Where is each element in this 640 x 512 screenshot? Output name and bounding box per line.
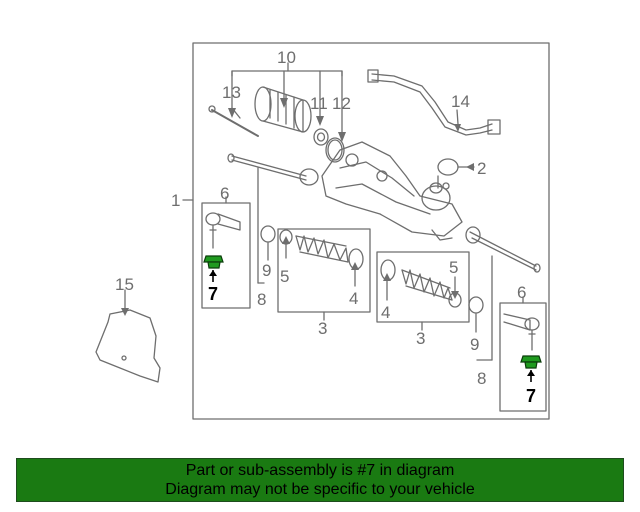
nut-left-highlight (203, 255, 224, 282)
banner-line-2: Diagram may not be specific to your vehi… (165, 481, 475, 498)
info-banner: Part or sub-assembly is #7 in diagram Di… (16, 458, 624, 502)
jam-nut-left (260, 225, 276, 243)
label-10: 10 (277, 48, 296, 67)
label-5-right: 5 (449, 258, 458, 277)
bearing (313, 128, 329, 146)
label-1: 1 (171, 191, 180, 210)
heat-shield (95, 309, 161, 383)
label-4-left: 4 (349, 289, 358, 308)
rack-housing (321, 141, 463, 241)
label-8-right: 8 (477, 369, 486, 388)
tie-rod-end-left (205, 212, 241, 249)
seal-ring (325, 137, 345, 163)
label-11: 11 (310, 94, 328, 113)
tie-rod-end-right (503, 313, 540, 351)
label-7-left: 7 (208, 284, 218, 304)
label-5-left: 5 (280, 267, 289, 286)
label-4-right: 4 (381, 303, 390, 322)
label-2: 2 (477, 159, 486, 178)
label-13: 13 (222, 83, 241, 102)
insulator (437, 158, 459, 176)
label-14: 14 (451, 92, 470, 111)
label-6-right: 6 (517, 283, 526, 302)
boot-left (295, 235, 349, 263)
label-6-left: 6 (220, 184, 229, 203)
label-8-left: 8 (257, 290, 266, 309)
label-3-left: 3 (318, 319, 327, 338)
label-9-left: 9 (262, 261, 271, 280)
label-9-right: 9 (470, 335, 479, 354)
boot-right (401, 269, 453, 301)
label-3-right: 3 (416, 329, 425, 348)
banner-line-1: Part or sub-assembly is #7 in diagram (185, 462, 455, 479)
nut-right-highlight (520, 355, 542, 382)
jam-nut-right (468, 296, 484, 314)
label-15: 15 (115, 275, 134, 294)
label-12: 12 (332, 94, 351, 113)
assembly-frame (192, 42, 550, 420)
motor (254, 86, 312, 133)
label-7-right: 7 (526, 386, 536, 406)
boot-kit-right-box (376, 251, 470, 323)
